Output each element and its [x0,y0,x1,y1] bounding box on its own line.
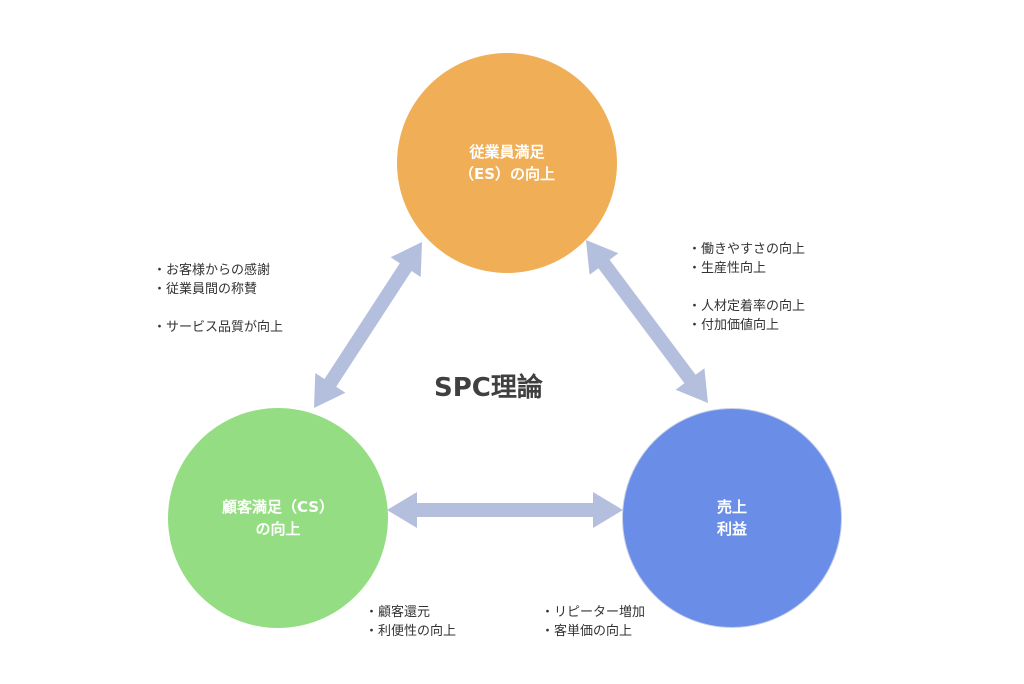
note-item: ・顧客還元 [365,605,431,620]
note-item: ・付加価値向上 [688,318,780,333]
cs-label-line1: 顧客満足（CS） [221,498,335,516]
double-arrow-es-cs [314,242,422,408]
notes-bottom-left: ・顧客還元 ・利便性の向上 [365,603,456,641]
note-item: ・客単価の向上 [541,624,633,639]
double-arrow-cs-profit [387,492,623,528]
note-item: ・リピーター増加 [541,605,646,620]
note-item: ・働きやすさの向上 [688,242,806,257]
es-circle: 従業員満足 （ES）の向上 [397,53,617,273]
notes-right: ・働きやすさの向上 ・生産性向上 ・人材定着率の向上 ・付加価値向上 [688,240,805,335]
double-arrow-es-profit [586,240,708,403]
profit-label-line1: 売上 [716,498,747,516]
cs-label-line2: の向上 [255,520,301,538]
note-item: ・サービス品質が向上 [153,320,284,335]
es-label-line2: （ES）の向上 [458,165,556,183]
note-item: ・人材定着率の向上 [688,299,806,314]
notes-left: ・お客様からの感謝 ・従業員間の称賛 ・サービス品質が向上 [153,261,283,337]
note-item: ・従業員間の称賛 [153,282,258,297]
note-item: ・利便性の向上 [365,624,457,639]
profit-label-line2: 利益 [716,520,747,538]
note-item: ・お客様からの感謝 [153,263,271,278]
es-label-line1: 従業員満足 [469,143,545,161]
profit-circle: 売上 利益 [622,408,842,628]
notes-bottom-right: ・リピーター増加 ・客単価の向上 [541,603,645,641]
note-item: ・生産性向上 [688,261,767,276]
cs-circle: 顧客満足（CS） の向上 [168,408,388,628]
diagram-title: SPC理論 [434,373,543,403]
